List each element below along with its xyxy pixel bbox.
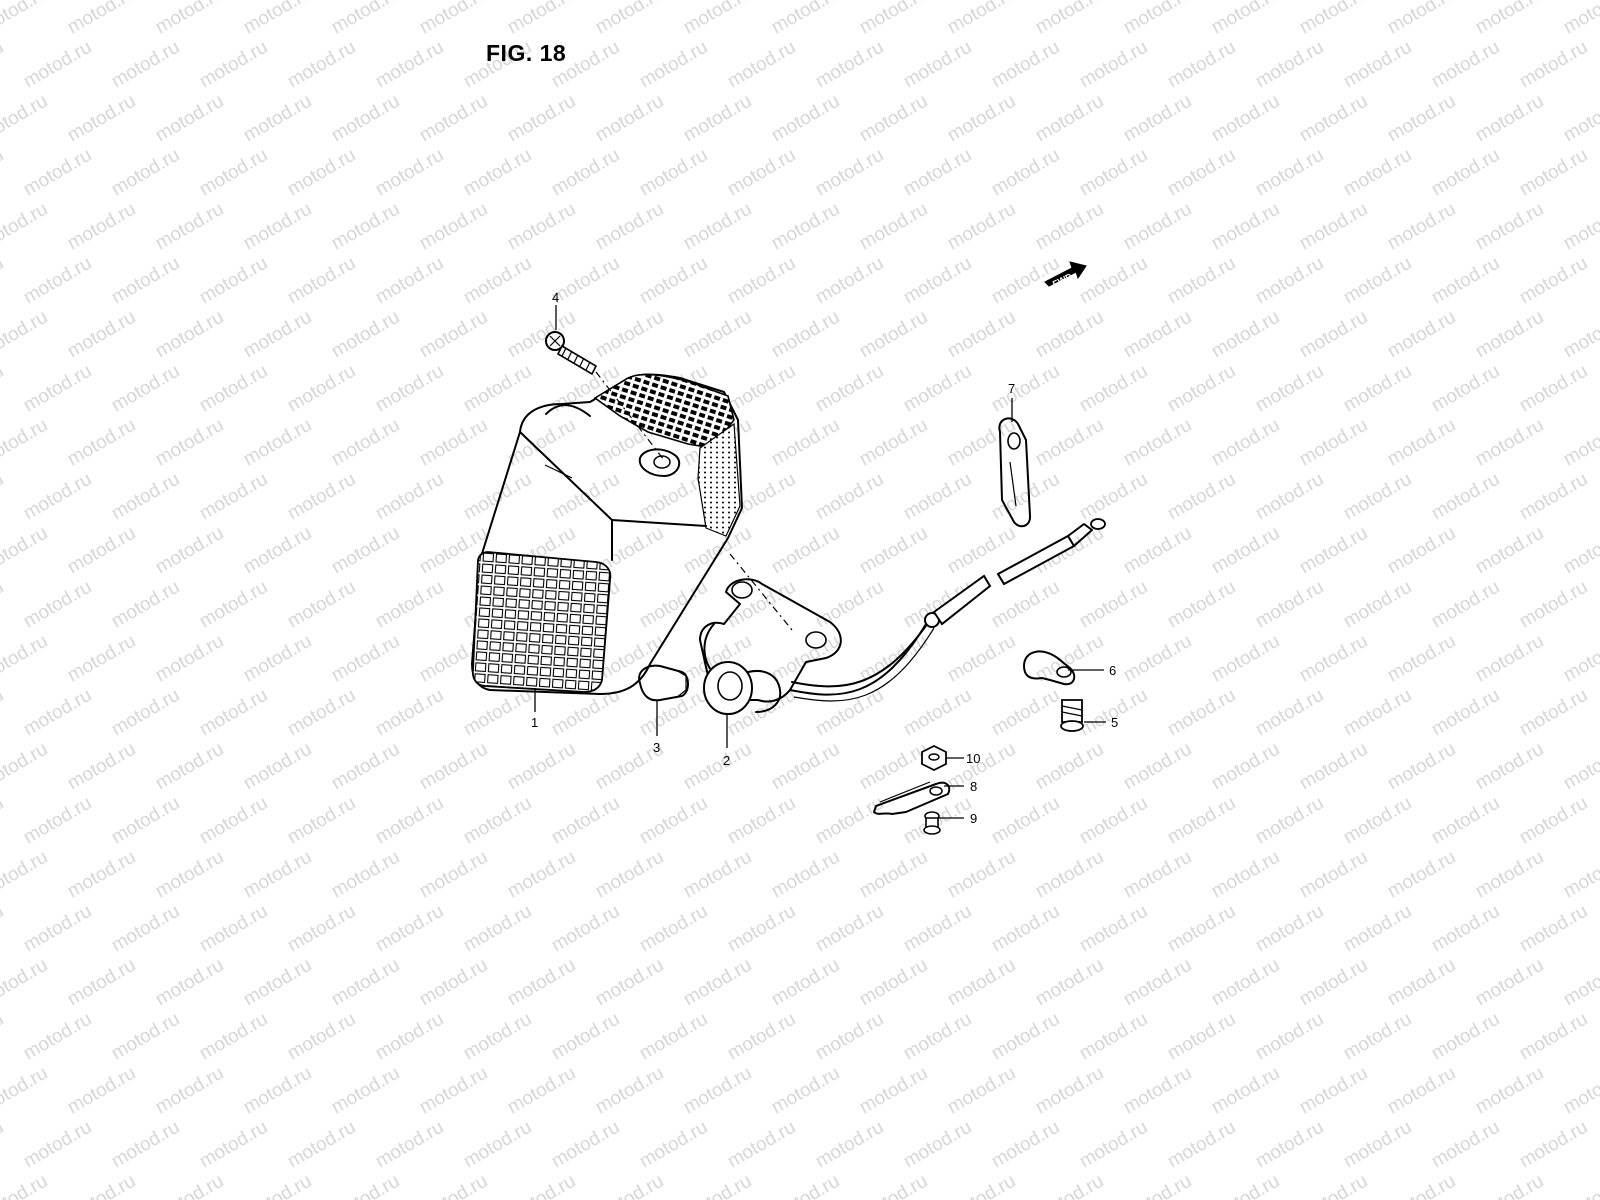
callout-leaders (534, 305, 1106, 819)
callout-8: 8 (970, 779, 977, 794)
nut-part-10 (921, 744, 947, 772)
clamp-part-6 (1023, 650, 1076, 686)
screw-part-9 (923, 811, 941, 835)
callout-1: 1 (531, 715, 538, 730)
callout-3: 3 (653, 740, 660, 755)
callout-2: 2 (723, 753, 730, 768)
callout-4: 4 (552, 290, 559, 305)
socket-bracket-part-2 (699, 553, 842, 715)
callout-10: 10 (966, 751, 980, 766)
callout-numbers: 1 2 3 4 5 6 7 8 9 10 (531, 290, 1118, 826)
bracket-plate-part-8 (873, 781, 951, 815)
figure-title: FIG. 18 (486, 40, 567, 66)
fwd-arrow-icon: FWD (1044, 261, 1087, 289)
strap-clamp-part-7 (998, 417, 1032, 528)
callout-9: 9 (970, 811, 977, 826)
wiring-harness (789, 518, 1106, 702)
screw-part-4 (545, 331, 665, 461)
turn-signal-lamp (471, 373, 743, 695)
bulb-part-3 (638, 664, 689, 702)
callout-5: 5 (1111, 715, 1118, 730)
bolt-part-5 (1060, 699, 1084, 732)
callout-7: 7 (1008, 381, 1015, 396)
callout-6: 6 (1109, 663, 1116, 678)
